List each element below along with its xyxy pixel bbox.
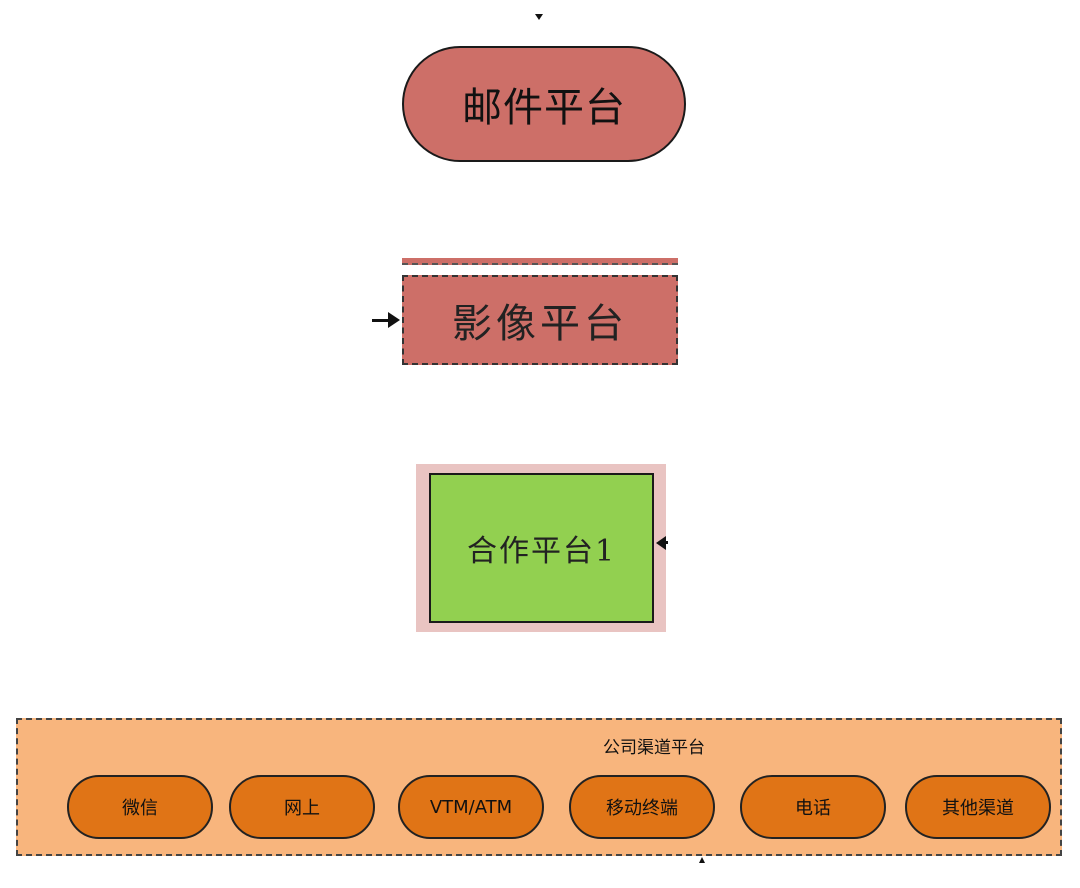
image-platform-arrow-line	[372, 319, 390, 322]
image-platform-node[interactable]: 影像平台	[402, 275, 678, 365]
channel-item-online[interactable]: 网上	[229, 775, 375, 839]
mail-platform-label: 邮件平台	[462, 85, 626, 131]
channel-platform-title: 公司渠道平台	[603, 738, 705, 758]
image-platform-arrow-head	[388, 312, 400, 328]
channel-item-vtm-atm[interactable]: VTM/ATM	[398, 775, 544, 839]
channel-item-other[interactable]: 其他渠道	[905, 775, 1051, 839]
channel-item-wechat[interactable]: 微信	[67, 775, 213, 839]
coop-platform-arrow-line	[664, 541, 668, 544]
image-platform-label: 影像平台	[452, 301, 628, 347]
coop-platform-node[interactable]: 合作平台1	[429, 473, 654, 623]
bottom-arrow-tip	[699, 857, 705, 863]
image-platform-top-strip	[402, 258, 678, 265]
mail-platform-node[interactable]: 邮件平台	[402, 46, 686, 162]
channel-item-mobile-terminal[interactable]: 移动终端	[569, 775, 715, 839]
channel-item-phone[interactable]: 电话	[740, 775, 886, 839]
coop-platform-label: 合作平台1	[466, 534, 617, 569]
top-arrow-tip	[535, 14, 543, 20]
coop-platform-arrow-head	[656, 536, 666, 550]
